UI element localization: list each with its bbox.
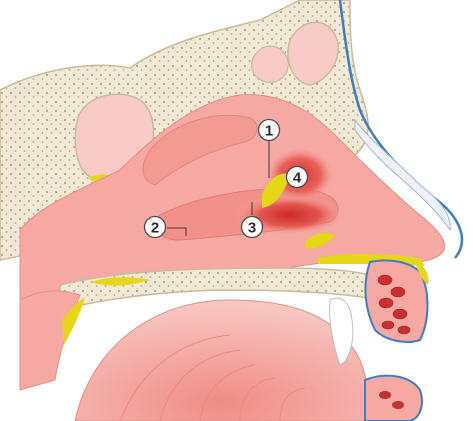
callout-3: 3 <box>242 217 263 238</box>
tongue <box>75 300 368 421</box>
callout-4: 4 <box>287 167 308 188</box>
callout-3-label: 3 <box>248 220 256 237</box>
soft-palate <box>20 291 80 390</box>
callout-1-label: 1 <box>265 123 273 140</box>
lower-lip <box>365 376 422 421</box>
upper-lip <box>365 260 427 341</box>
callout-2: 2 <box>145 217 166 238</box>
ethmoid-cells <box>252 46 289 82</box>
callout-2-label: 2 <box>151 220 159 237</box>
callout-4-label: 4 <box>293 170 302 187</box>
callout-1: 1 <box>259 120 280 141</box>
